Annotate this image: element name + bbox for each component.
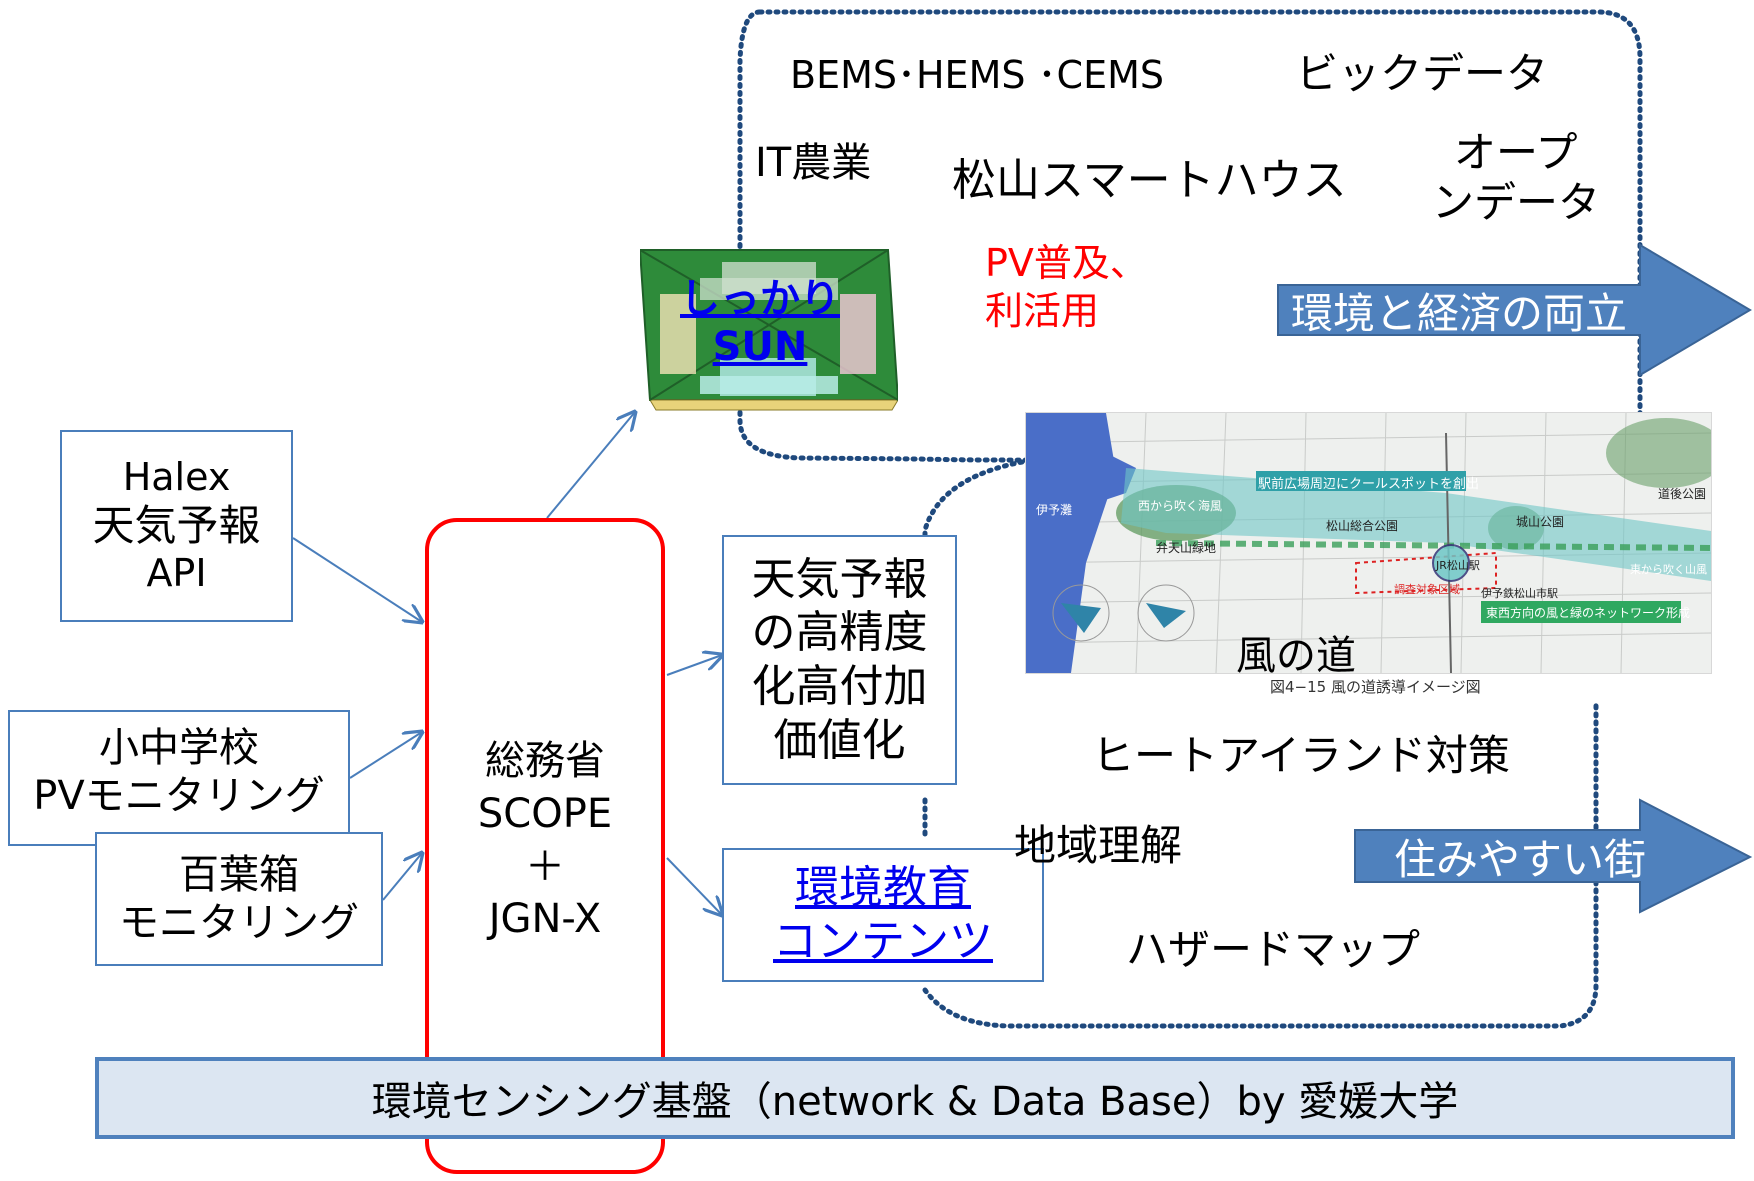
economy-arrow-label: 環境と経済の両立 [1290,288,1627,338]
livable-arrow-shape [1354,798,1753,914]
sensing-foundation-bar: 環境センシング基盤（network & Data Base）by 愛媛大学 [95,1057,1735,1139]
it-agri-label: IT農業 [755,140,872,186]
bigdata-label: ビックデータ [1296,49,1549,98]
connector-halex-hub [292,537,422,622]
hyakuyo-box: 百葉箱 モニタリング [95,832,383,966]
forecast-line3: 化高付加 [751,661,928,712]
halex-box: Halex 天気予報 API [60,430,293,622]
hub-line3: ＋ [525,843,565,890]
hyakuyo-line2: モニタリング [119,900,359,946]
education-line2[interactable]: コンテンツ [773,916,993,967]
hazard-label: ハザードマップ [1126,925,1421,974]
map-dogo-label: 道後公園 [1658,487,1707,501]
heat-island-label: ヒートアイランド対策 [1092,731,1510,780]
map-east-wind-label: 東から吹く山風 [1630,563,1707,576]
hub-line4: JGN-X [488,896,602,943]
connector-hub-education [666,857,722,915]
map-west-wind-label: 西から吹く海風 [1138,499,1223,513]
map-shiroyama-label: 城山公園 [1516,515,1565,529]
smarthouse-label: 松山スマートハウス [952,155,1347,206]
bems-label: BEMS･HEMS ･CEMS [790,53,1165,97]
hub-text: 総務省 SCOPE ＋ JGN-X [425,735,665,946]
sun-app-line1[interactable]: しっかり [680,276,840,322]
hub-frame [425,518,665,1174]
pv-line2: 利活用 [985,288,1100,333]
map-network-label: 東西方向の風と緑のネットワーク形成 [1486,606,1691,620]
halex-line2: 天気予報 [92,500,261,550]
sun-app-label[interactable]: しっかり SUN [660,275,860,371]
connector-hyakuyo-hub [382,853,422,901]
connector-hub-forecast [666,655,722,676]
pv-line1: PV普及、 [985,241,1148,285]
hub-line1: 総務省 [485,738,605,784]
hyakuyo-line1: 百葉箱 [179,852,299,898]
map-iyotetsu-label: 伊予鉄松山市駅 [1481,587,1558,600]
opendata-line2: ンデータ [1432,177,1601,227]
map-survey-label: 調査対象区域 [1394,583,1460,596]
map-caption: 図4−15 風の道誘導イメージ図 [1270,678,1481,696]
forecast-line1: 天気予報 [751,553,928,605]
connector-school-hub [349,732,422,779]
map-sogo-park-label: 松山総合公園 [1326,519,1399,533]
livable-arrow-label: 住みやすい街 [1393,834,1646,884]
map-graphic [1026,413,1711,673]
map-title: 風の道 [1236,633,1356,674]
map-jr-label: JR松山駅 [1436,559,1480,572]
sun-app-line2[interactable]: SUN [712,324,808,370]
sun-panel-illustration [640,249,898,411]
map-imotenzan-label: 弁天山緑地 [1156,541,1217,555]
forecast-line4: 価値化 [773,714,906,766]
map-iyonada-label: 伊予灘 [1036,503,1073,517]
school-line2: PVモニタリング [33,773,325,819]
map-station-plaza-label: 駅前広場周辺にクールスポットを創出 [1258,477,1480,492]
opendata-line1: オープ [1454,128,1578,177]
wind-corridor-map: 駅前広場周辺にクールスポットを創出 伊予灘 西から吹く海風 弁天山緑地 松山総合… [1025,412,1712,674]
halex-line1: Halex [122,455,231,500]
education-line1[interactable]: 環境教育 [795,862,971,914]
education-box[interactable]: 環境教育 コンテンツ [722,848,1044,982]
opendata-label: オープ ンデータ [1432,128,1600,227]
top-dotted-cloud [737,9,1643,465]
pv-label: PV普及、 利活用 [985,240,1148,335]
bottom-dotted-cloud [922,459,1599,1029]
regional-label: 地域理解 [1014,821,1183,870]
forecast-line2: の高精度 [751,607,928,659]
halex-line3: API [146,551,207,596]
school-pv-box: 小中学校 PVモニタリング [8,710,350,846]
school-line1: 小中学校 [99,725,259,771]
connector-hub-sun [546,412,635,519]
economy-arrow-shape [1277,243,1752,377]
hub-line2: SCOPE [477,790,613,837]
forecast-box: 天気予報 の高精度 化高付加 価値化 [722,535,957,785]
